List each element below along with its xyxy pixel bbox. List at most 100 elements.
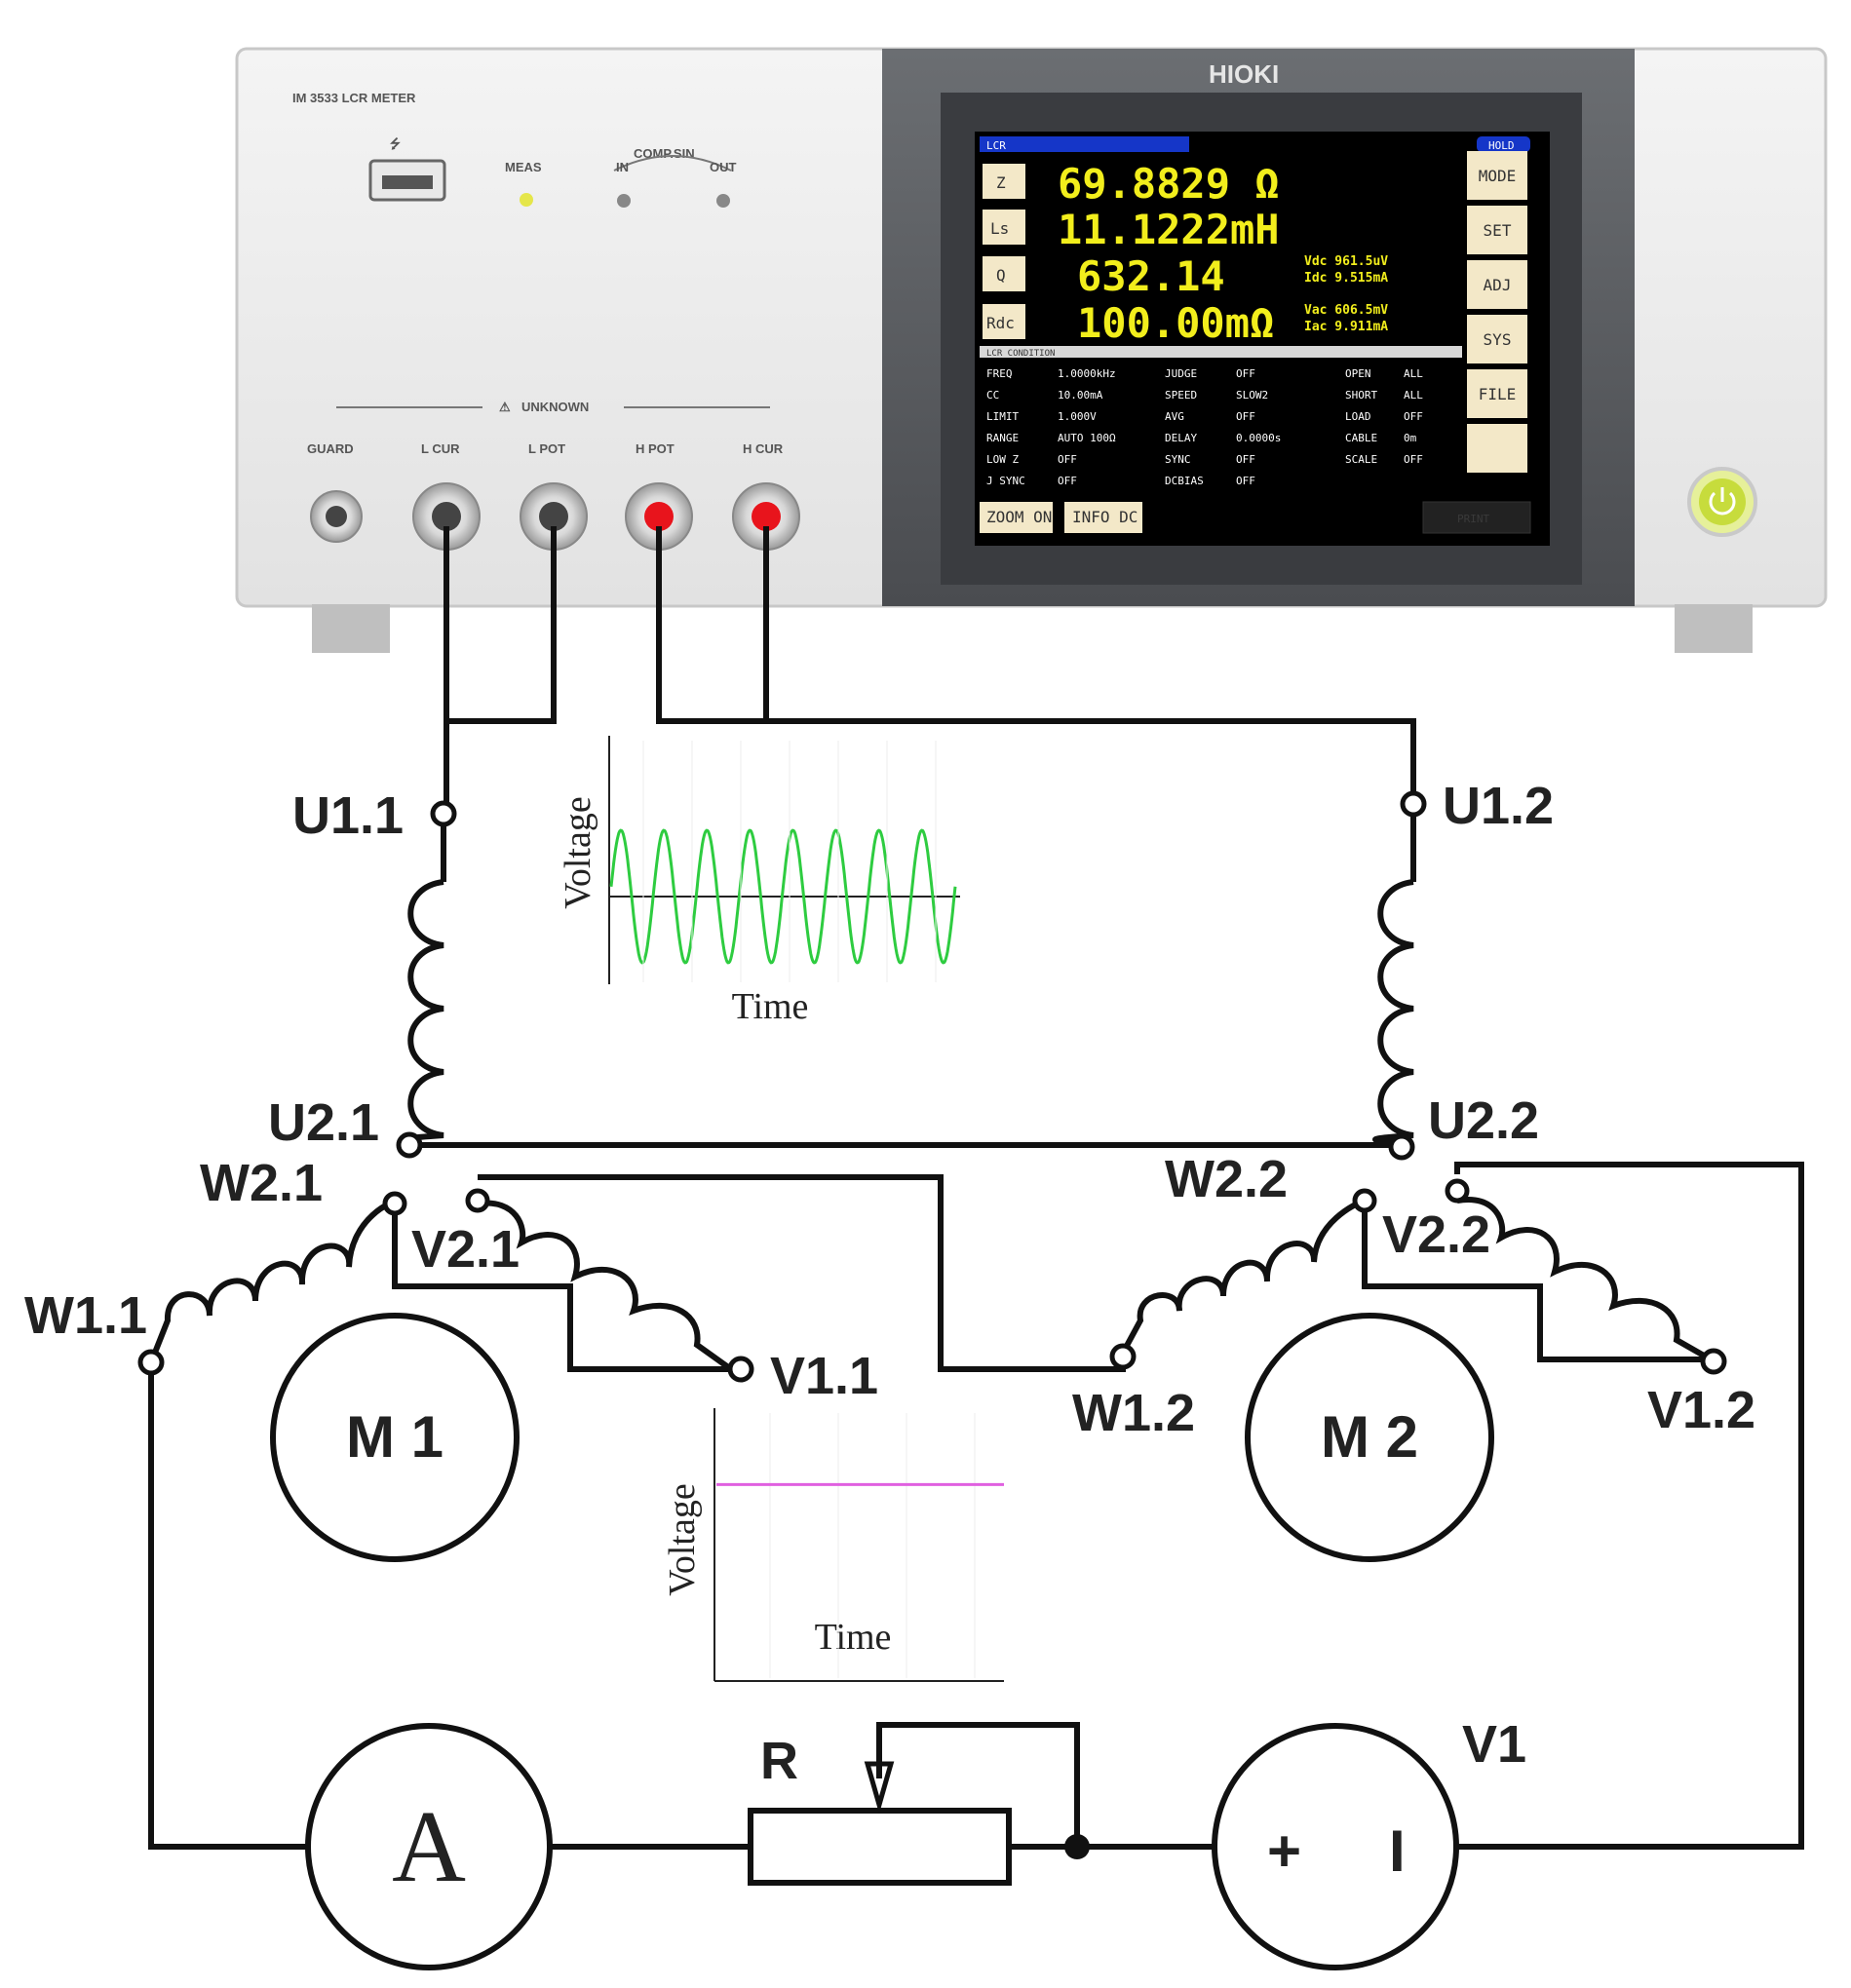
setting-cell: CC: [986, 389, 999, 401]
label-u22: U2.2: [1428, 1091, 1539, 1150]
jack-lpot[interactable]: [520, 482, 588, 551]
setting-cell: AVG: [1165, 410, 1184, 423]
setting-cell: SPEED: [1165, 389, 1197, 401]
setting-cell: OFF: [1058, 453, 1077, 466]
ammeter-label: A: [392, 1789, 466, 1903]
setting-cell: 1.000V: [1058, 410, 1097, 423]
menu-button[interactable]: [1467, 369, 1527, 418]
setting-cell: OFF: [1404, 410, 1423, 423]
power-icon: [1709, 491, 1736, 516]
setting-cell: OFF: [1236, 475, 1255, 487]
terminal-label-hpot: H POT: [636, 441, 675, 456]
jack-hpot[interactable]: [625, 482, 693, 551]
setting-cell: SCALE: [1345, 453, 1377, 466]
param-value-q: 632.14: [1077, 252, 1225, 300]
label-w21: W2.1: [200, 1154, 323, 1212]
label-w12: W1.2: [1072, 1384, 1195, 1442]
setting-cell: LIMIT: [986, 410, 1019, 423]
meas-label: MEAS: [505, 160, 542, 174]
setting-cell: SYNC: [1165, 453, 1191, 466]
hold-badge: [1477, 136, 1530, 152]
setting-cell: OFF: [1236, 453, 1255, 466]
label-v12: V1.2: [1647, 1381, 1755, 1439]
power-button[interactable]: [1687, 467, 1757, 537]
ac-voltage-chart: Voltage Time: [558, 736, 960, 1027]
condition-bar: [980, 346, 1462, 358]
screen-header: LCR: [986, 139, 1006, 152]
setting-cell: 10.00mA: [1058, 389, 1103, 401]
menu-button[interactable]: [1467, 151, 1527, 200]
motor2-windings: [1118, 1162, 1804, 1850]
lead-h-to-u12: [659, 718, 1416, 804]
menu-button[interactable]: [1467, 424, 1527, 473]
terminal-w12: [1109, 1343, 1137, 1370]
param-button-z[interactable]: [983, 164, 1025, 199]
print-button[interactable]: [1422, 501, 1531, 534]
terminal-label-hcur: H CUR: [743, 441, 784, 456]
setting-cell: OFF: [1236, 410, 1255, 423]
jack-guard[interactable]: [310, 490, 363, 543]
setting-cell: 0.0000s: [1236, 432, 1281, 444]
side-value-iac: Iac 9.911mA: [1304, 320, 1388, 334]
source-minus-label: I: [1389, 1818, 1406, 1884]
junction-node: [1064, 1834, 1090, 1859]
resistor-label: R: [760, 1732, 798, 1790]
terminal-v11: [727, 1356, 754, 1383]
zoom-button-label: ZOOM ON: [986, 508, 1052, 526]
label-v11: V1.1: [770, 1347, 878, 1405]
param-name-rdc: Rdc: [986, 314, 1015, 332]
setting-cell: ALL: [1404, 367, 1423, 380]
setting-cell: ALL: [1404, 389, 1423, 401]
rheostat: [748, 1808, 1012, 1886]
param-value-rdc: 100.00mΩ: [1077, 299, 1274, 347]
terminal-v21: [465, 1188, 490, 1213]
jack-lcur[interactable]: [412, 482, 481, 551]
terminal-label-lcur: L CUR: [421, 441, 460, 456]
setting-cell: J SYNC: [986, 475, 1025, 487]
param-name-q: Q: [996, 266, 1006, 285]
menu-button[interactable]: [1467, 315, 1527, 363]
winding-u2: [1372, 814, 1416, 1145]
param-button-ls[interactable]: [983, 210, 1025, 245]
lcr-meter: IM 3533 LCR METER ⭍ MEAS COMP.SIN IN OUT…: [235, 47, 1828, 653]
dc-source: [1212, 1723, 1459, 1970]
setting-cell: CABLE: [1345, 432, 1377, 444]
setting-cell: JUDGE: [1165, 367, 1197, 380]
terminal-u22: [1388, 1133, 1415, 1161]
winding-u1: [401, 823, 446, 1143]
label-u12: U1.2: [1443, 777, 1554, 835]
comp-arc: [613, 155, 732, 172]
setting-cell: 0m: [1404, 432, 1417, 444]
motor-2-label: M 2: [1321, 1404, 1418, 1470]
param-value-ls: 11.1222mH: [1058, 206, 1280, 253]
lead-l-pair: [443, 526, 557, 724]
setting-cell: RANGE: [986, 432, 1019, 444]
setting-cell: OPEN: [1345, 367, 1371, 380]
terminal-w22: [1352, 1188, 1377, 1213]
setting-cell: OFF: [1058, 475, 1077, 487]
menu-button-label: SYS: [1484, 330, 1512, 349]
param-button-q[interactable]: [983, 256, 1025, 291]
param-button-rdc[interactable]: [983, 304, 1025, 339]
setting-cell: DCBIAS: [1165, 475, 1204, 487]
motor-1-label: M 1: [346, 1404, 443, 1470]
comp-in-label: IN: [616, 160, 629, 174]
menu-button-label: FILE: [1479, 385, 1517, 403]
terminal-u12: [1400, 790, 1427, 818]
setting-cell: 1.0000kHz: [1058, 367, 1116, 380]
menu-button[interactable]: [1467, 206, 1527, 254]
zoom-button[interactable]: [980, 502, 1053, 533]
meter-foot-left: [312, 604, 390, 653]
meter-foot-right: [1675, 604, 1753, 653]
label-v21: V2.1: [411, 1220, 520, 1279]
usb-port-slot: [382, 175, 433, 189]
info-button[interactable]: [1064, 502, 1142, 533]
terminal-v22: [1445, 1178, 1470, 1204]
comp-out-label: OUT: [710, 160, 737, 174]
brand-logo: HIOKI: [1209, 59, 1279, 89]
usb-icon: ⭍: [390, 136, 401, 151]
chart1-ylabel: Voltage: [558, 796, 598, 908]
side-value-vac: Vac 606.5mV: [1304, 303, 1388, 318]
menu-button[interactable]: [1467, 260, 1527, 309]
